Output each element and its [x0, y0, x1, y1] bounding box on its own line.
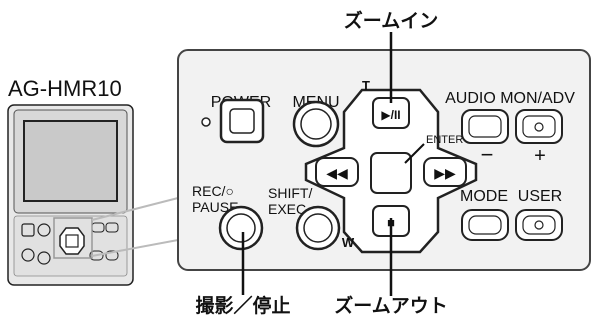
play-pause-icon: ▶/II — [381, 108, 400, 122]
device-illustration — [7, 104, 179, 286]
enter-leader — [404, 143, 425, 164]
mode-button[interactable] — [461, 209, 509, 241]
device-shift-button — [37, 251, 51, 265]
rewind-icon: ◀◀ — [326, 165, 348, 181]
dpad: ▶/II ◀◀ ▶▶ ■ — [304, 88, 478, 254]
device-user-button — [105, 250, 119, 261]
user-label: USER — [518, 188, 562, 205]
shift-label-line2: EXEC — [268, 201, 306, 217]
audio-minus-label: − — [481, 142, 494, 167]
audio-plus-button[interactable] — [515, 109, 563, 144]
device-mode-button — [89, 250, 104, 261]
user-button[interactable] — [515, 209, 563, 241]
device-model-label: AG-HMR10 — [8, 76, 122, 101]
rewind-button[interactable]: ◀◀ — [315, 157, 359, 187]
zoom-out-callout: ズームアウト — [334, 294, 447, 317]
tele-label: T — [362, 78, 370, 93]
rec-label-line1: REC/○ — [192, 183, 234, 199]
audio-plus-label: + — [534, 145, 546, 167]
audio-mon-adv-label: AUDIO MON/ADV — [445, 90, 575, 107]
device-screen — [23, 120, 118, 202]
enter-button[interactable] — [370, 152, 412, 194]
mode-label: MODE — [460, 188, 508, 205]
record-pause-callout: 撮影／停止 — [195, 294, 290, 317]
zoom-in-callout: ズームイン — [344, 9, 438, 32]
control-panel: POWER MENU AUDIO MON/ADV − + ▶/II ◀ — [177, 49, 591, 271]
power-button[interactable] — [219, 98, 265, 144]
rec-pause-button[interactable] — [218, 205, 264, 251]
play-pause-button[interactable]: ▶/II — [372, 97, 410, 129]
device-power-button — [21, 223, 35, 237]
fast-forward-icon: ▶▶ — [434, 165, 456, 181]
fast-forward-button[interactable]: ▶▶ — [423, 157, 467, 187]
enter-label: ENTER — [426, 134, 463, 146]
wide-label: W — [342, 235, 355, 250]
device-dpad — [59, 227, 85, 255]
device-audio-plus — [105, 222, 119, 233]
device-rec-button — [21, 248, 35, 262]
power-indicator-led — [201, 117, 211, 127]
device-menu-button — [37, 223, 51, 237]
shift-exec-button[interactable] — [295, 205, 341, 251]
audio-minus-button[interactable] — [461, 109, 509, 144]
shift-label-line1: SHIFT/ — [268, 185, 312, 201]
